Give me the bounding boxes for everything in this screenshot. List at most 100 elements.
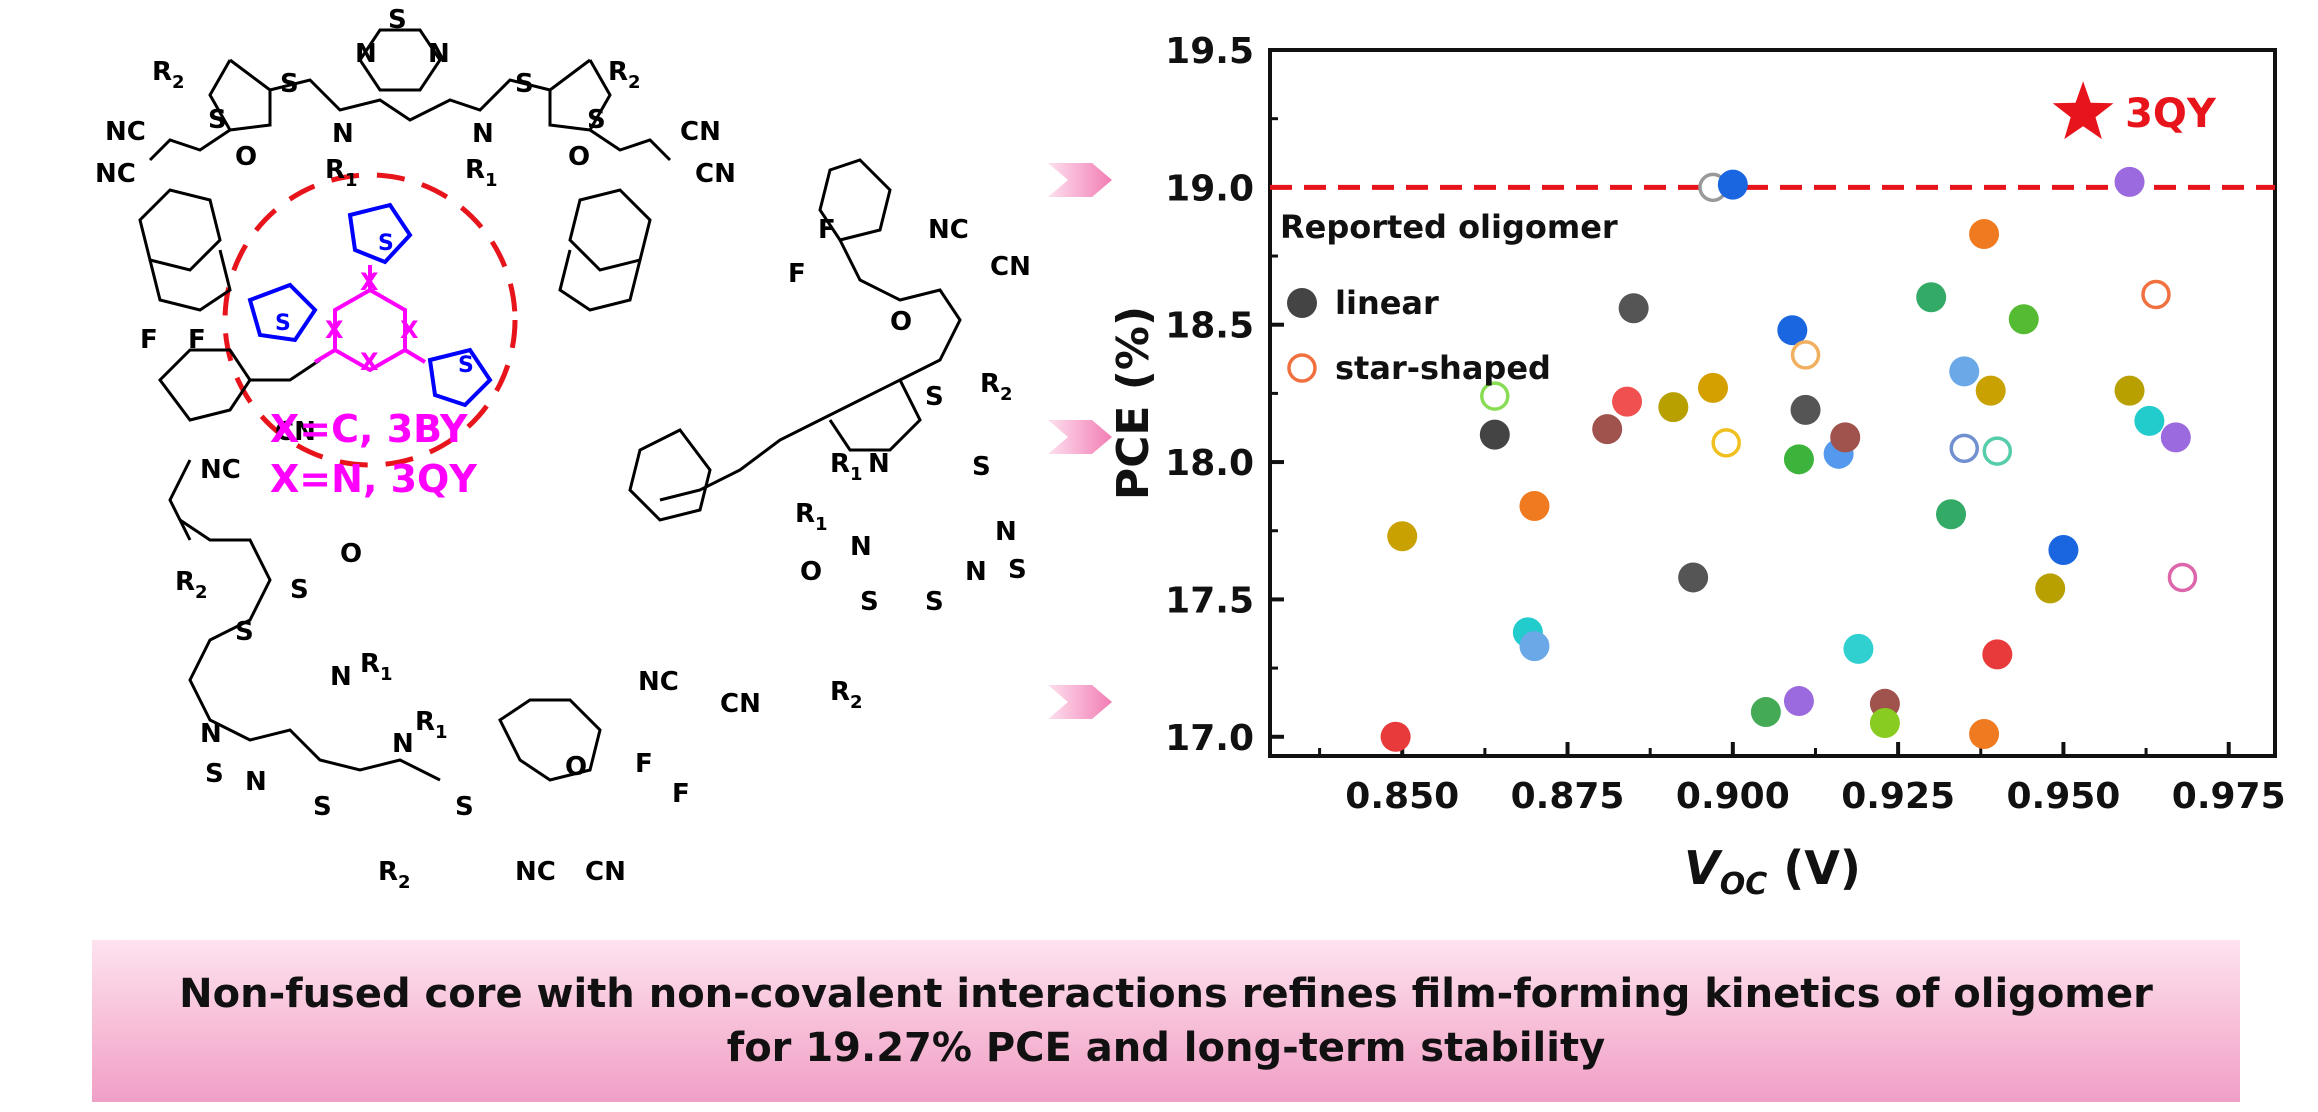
plot-border [1268,48,2277,758]
data-point [1387,521,1418,552]
molecule-structure: S N N S S S S N N R 1 R 1 R 2 R 2 NC NC … [95,5,1031,893]
r1-label: R [325,155,345,185]
thiophene-rings [247,202,493,408]
x-label: X [360,348,379,376]
chevron-right-icon [1048,163,1112,197]
core-highlight-circle [222,172,518,468]
highlight-3qy: 3QY [2052,81,2217,140]
thiophene-s-label: S [378,231,394,256]
x-axis-title: VOC (V) [1684,841,1861,902]
data-point [2160,422,2191,453]
legend-label-linear: linear [1335,284,1439,322]
x-label: X [360,268,379,296]
f-label: F [788,259,806,289]
n-label: N [392,729,414,759]
x-tick-label: 0.850 [1345,776,1459,817]
f-label: F [140,325,158,355]
atom-label-n: N [428,39,450,69]
r1-sub: 1 [435,722,448,743]
y-tick-label: 17.5 [1165,580,1254,621]
chevron-right-icon [1048,420,1112,454]
r2-label: R [608,57,628,87]
r1-label: R [415,707,435,737]
thiophene-s-label: S [458,353,474,378]
data-point [1711,428,1741,458]
x-tick-label: 0.900 [1676,776,1790,817]
data-point [1777,315,1808,346]
o-label: O [235,142,257,172]
atom-label-n: N [355,39,377,69]
axis-labels: PCE (%) VOC (V) [1108,306,1861,902]
data-point [1618,293,1649,324]
cn-label: CN [680,117,721,147]
x-tick-label: 0.950 [2006,776,2120,817]
data-point [1790,394,1821,425]
variant-3by: X=C, 3BY [270,407,468,451]
r1-sub: 1 [485,170,498,191]
x-label: X [400,316,419,344]
data-point [1969,219,2000,250]
data-points [1380,166,2198,752]
data-point [1982,436,2013,466]
data-point [2134,405,2165,436]
data-point [1678,562,1709,593]
n-label: N [965,557,987,587]
r2-label: R [830,677,850,707]
banner-line-1: Non-fused core with non-covalent interac… [179,971,2153,1017]
s-label: S [1008,555,1027,585]
data-point [2167,562,2198,593]
atom-label-s: S [515,69,534,99]
data-point [1479,419,1510,450]
data-point [1783,444,1814,475]
cn-label: NC [105,117,146,147]
r2-sub: 2 [628,72,641,93]
s-label: S [235,617,254,647]
atom-label-s: S [587,105,606,135]
r1-sub: 1 [380,664,393,685]
data-point [1936,499,1967,530]
y-tick-label: 19.0 [1165,168,1254,209]
s-label: S [925,382,944,412]
s-label: S [313,792,332,822]
atom-label-s: S [388,5,407,35]
f-label: F [635,749,653,779]
cn-label: CN [990,252,1031,282]
s-label: S [290,575,309,605]
s-label: S [972,452,991,482]
cn-label: NC [200,455,241,485]
data-point [2114,166,2145,197]
cn-label: CN [695,159,736,189]
y-tick-label: 19.5 [1165,31,1254,72]
data-point [1949,433,1979,464]
r1-sub: 1 [850,464,863,485]
cn-label: CN [585,857,626,887]
data-point [1869,708,1900,739]
star-icon [2052,81,2114,140]
cn-label: CN [275,417,316,447]
data-point [2035,573,2066,604]
legend: Reported oligomer linear star-shaped [1280,208,1618,387]
arrow-column [1048,163,1112,719]
r2-label: R [152,57,172,87]
s-label: S [455,792,474,822]
r2-label: R [175,567,195,597]
x-label: X [325,316,344,344]
r1-label: R [465,155,485,185]
data-point [1790,340,1821,370]
x-tick-label: 0.925 [1841,776,1955,817]
r2-sub: 2 [172,72,185,93]
atom-label-s: S [208,105,227,135]
o-label: O [890,307,912,337]
data-point [2141,279,2171,310]
variant-3qy: X=N, 3QY [270,457,477,501]
core-ring [313,265,427,373]
cn-label: NC [95,159,136,189]
data-point [1380,721,1411,752]
data-point [1916,282,1947,313]
y-axis-title: PCE (%) [1108,306,1159,500]
banner-line-2: for 19.27% PCE and long-term stability [726,1025,1606,1071]
x-tick-label: 0.975 [2172,776,2286,817]
data-point [1830,422,1861,453]
